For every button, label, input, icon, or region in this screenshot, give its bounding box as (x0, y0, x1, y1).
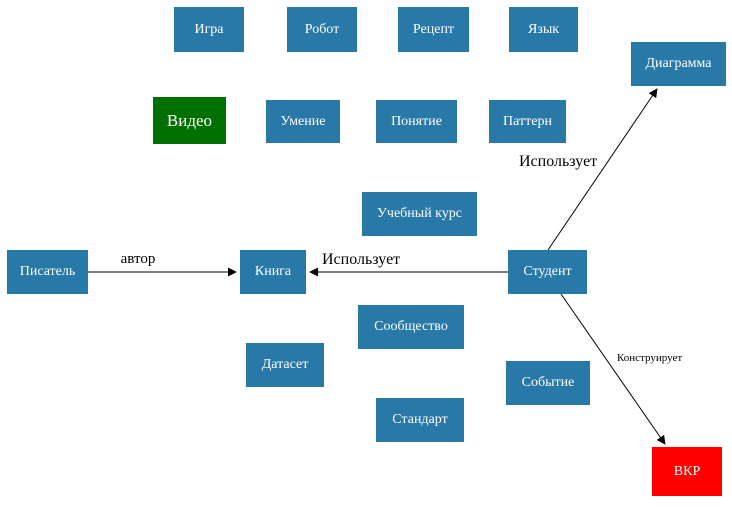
node-umenie: Умение (266, 100, 340, 143)
node-standart: Стандарт (376, 398, 464, 442)
edge-label-ispolzuet-diagramma: Использует (519, 153, 598, 170)
node-pattern: Паттерн (489, 100, 566, 143)
edge-label-avtor: автор (120, 251, 156, 267)
node-recept: Рецепт (398, 7, 469, 52)
node-ponyatie: Понятие (376, 100, 457, 143)
node-igra: Игра (174, 7, 244, 52)
node-student: Студент (508, 250, 587, 294)
node-robot: Робот (287, 7, 357, 52)
node-pisatel: Писатель (7, 250, 88, 294)
edge-label-ispolzuet-kniga: Использует (322, 251, 401, 268)
node-soobshchestvo: Сообщество (358, 305, 464, 349)
node-yazyk: Язык (509, 7, 578, 52)
node-kniga: Книга (240, 250, 306, 294)
node-uchebny-kurs: Учебный курс (362, 192, 477, 236)
node-sobytie: Событие (506, 361, 590, 405)
node-diagramma: Диаграмма (631, 42, 726, 86)
node-vkr: ВКР (652, 447, 722, 496)
node-dataset: Датасет (246, 343, 324, 387)
node-video: Видео (153, 97, 226, 144)
edge-label-konstruiruet: Конструирует (617, 352, 683, 364)
